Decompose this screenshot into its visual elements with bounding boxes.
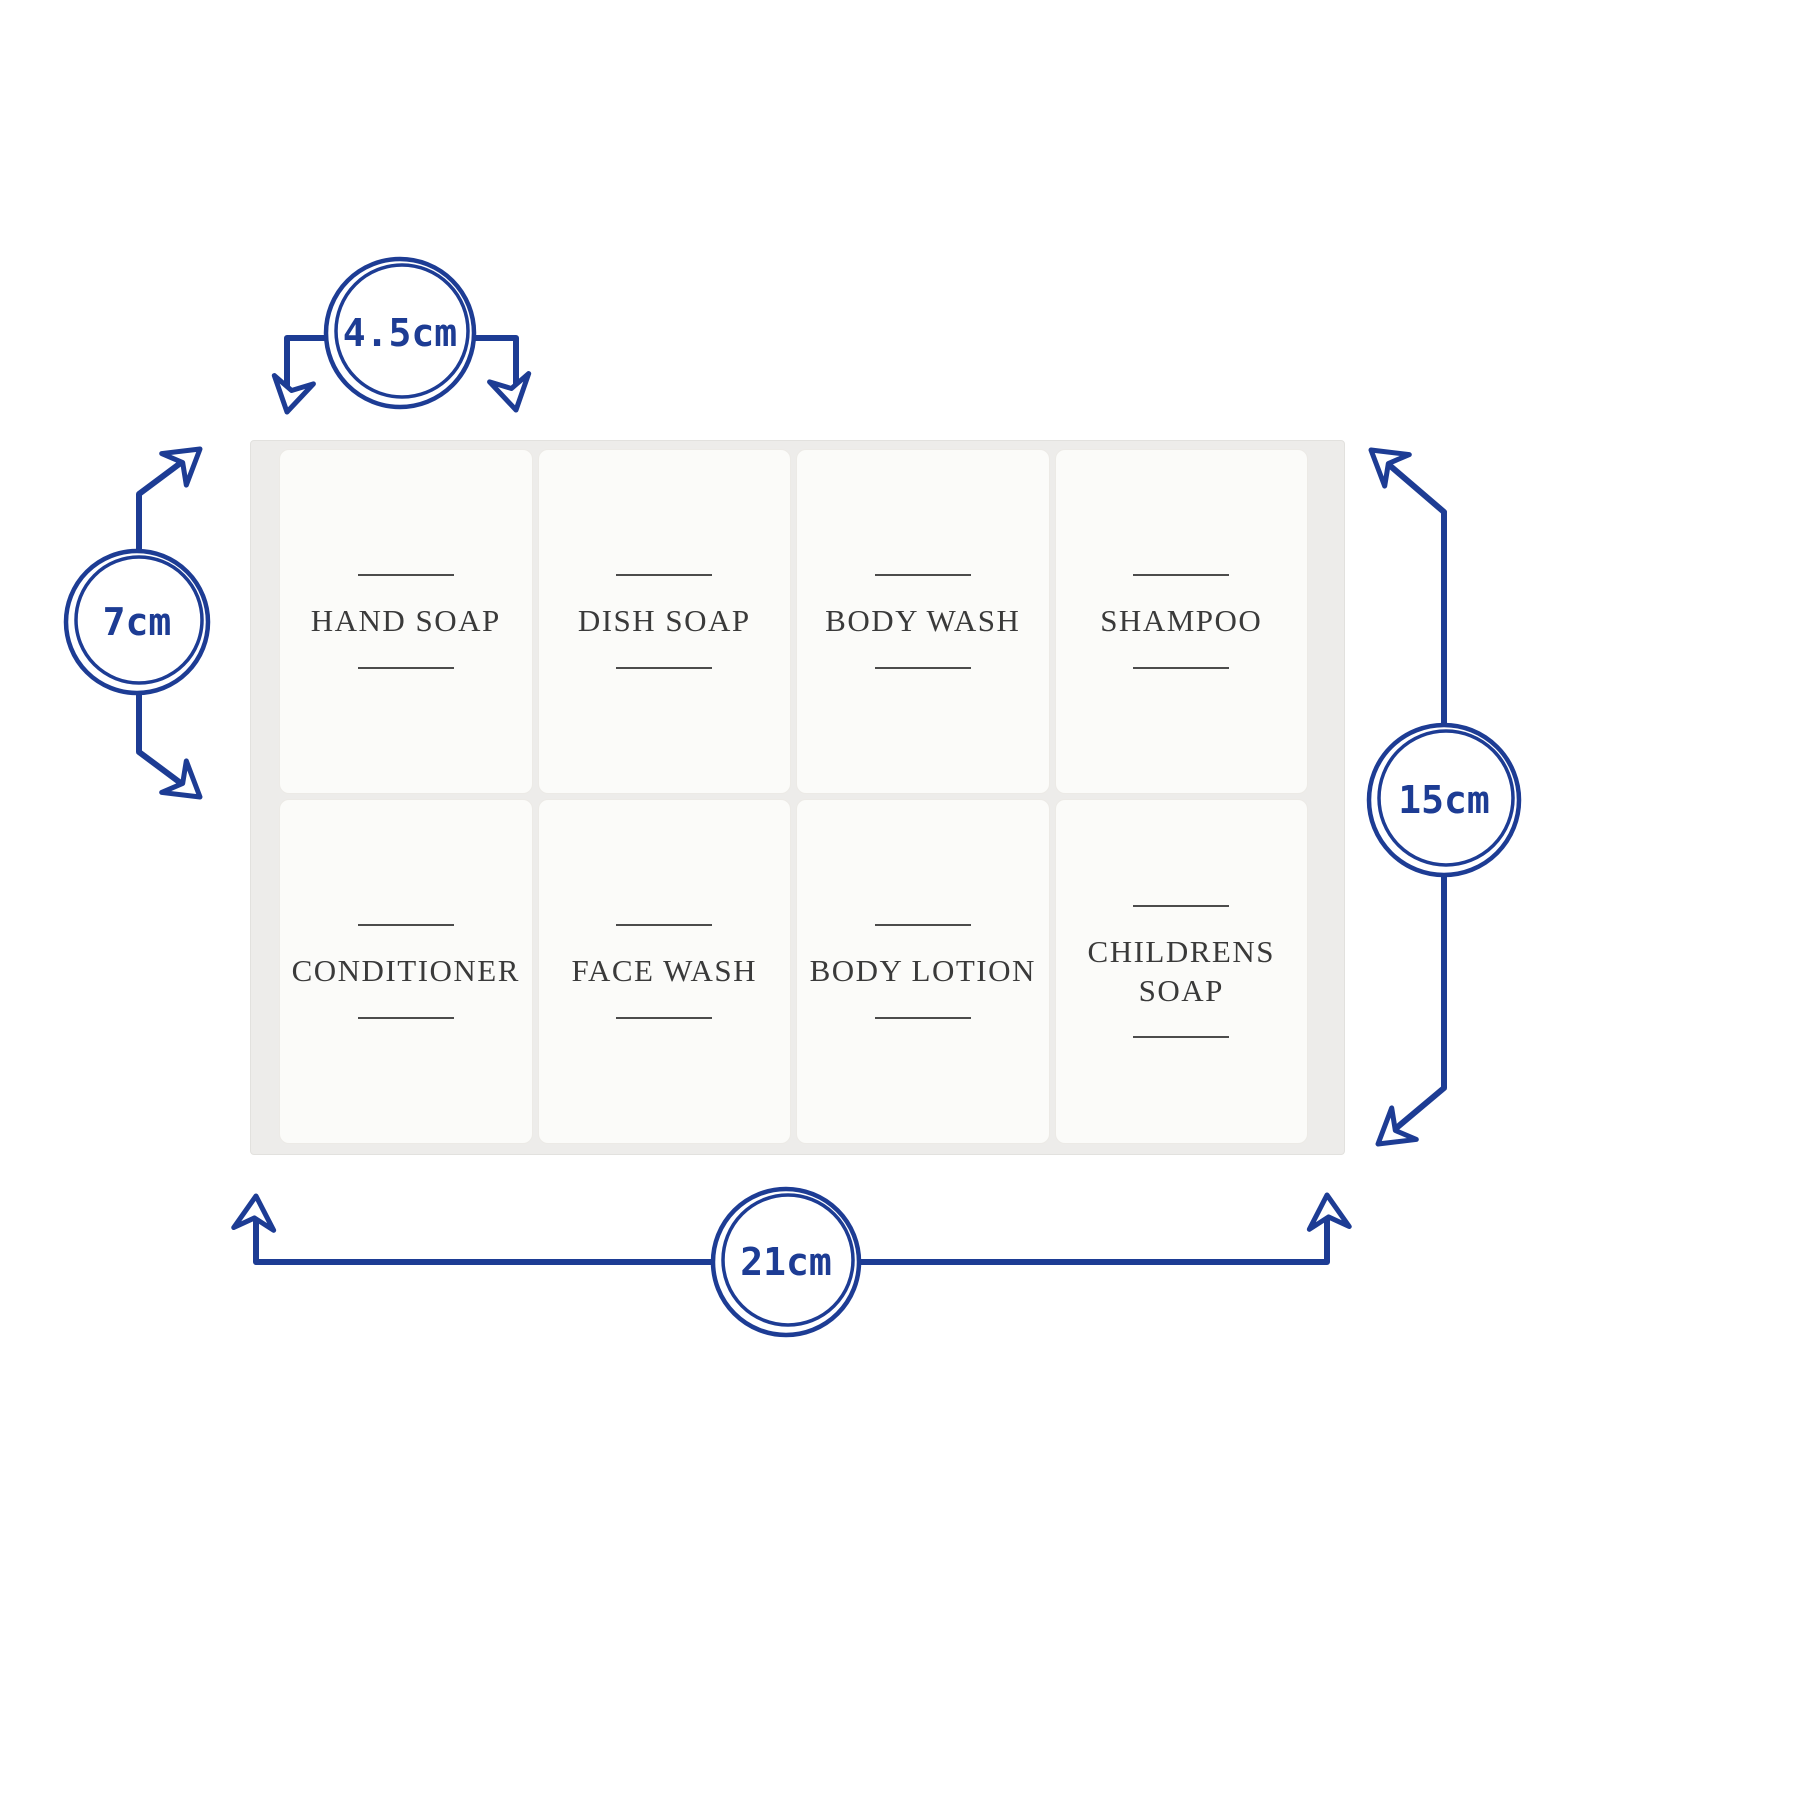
dimension-value-sheet-height: 15cm (1398, 778, 1490, 822)
label-text: SHAMPOO (1100, 603, 1263, 639)
dimension-value-label-width: 4.5cm (343, 311, 457, 355)
divider-line (874, 1016, 971, 1019)
dimension-badge-circle (334, 263, 470, 399)
label-text: CONDITIONER (291, 953, 520, 989)
dimension-line (857, 1206, 1330, 1265)
dimension-arrow-icon (487, 371, 532, 413)
label-text: DISH SOAP (577, 603, 751, 639)
dimension-value-sheet-width: 21cm (740, 1240, 832, 1284)
dimension-line (1385, 872, 1447, 1138)
label-body-lotion: BODY LOTION (796, 799, 1050, 1144)
dimension-badge-circle (74, 555, 204, 685)
dimension-badge-circle (710, 1186, 862, 1338)
label-sheet: HAND SOAP DISH SOAP BODY WASH SHAMPOO CO… (250, 440, 1345, 1155)
label-shampoo: SHAMPOO (1054, 449, 1308, 794)
label-childrens-soap: CHILDRENS SOAP (1054, 799, 1308, 1144)
divider-line (616, 924, 713, 927)
label-face-wash: FACE WASH (537, 799, 791, 1144)
divider-line (357, 574, 454, 577)
label-text: BODY WASH (825, 603, 1021, 639)
dimension-arrow-icon (159, 446, 203, 488)
divider-line (1133, 666, 1230, 669)
divider-line (1133, 574, 1230, 577)
dimension-line (136, 690, 193, 793)
label-conditioner: CONDITIONER (279, 799, 533, 1144)
label-dish-soap: DISH SOAP (537, 449, 791, 794)
divider-line (616, 574, 713, 577)
dimension-value-label-height: 7cm (103, 600, 172, 644)
divider-line (616, 666, 713, 669)
divider-line (874, 574, 971, 577)
label-text: CHILDRENS SOAP (1087, 933, 1275, 1008)
dimension-arrow-icon (1368, 447, 1412, 489)
label-text: FACE WASH (571, 953, 757, 989)
divider-line (874, 924, 971, 927)
divider-line (357, 666, 454, 669)
label-text: HAND SOAP (310, 603, 501, 639)
dimension-line (469, 335, 519, 399)
divider-line (1133, 1036, 1230, 1039)
divider-line (1133, 904, 1230, 907)
divider-line (357, 1016, 454, 1019)
label-hand-soap: HAND SOAP (279, 449, 533, 794)
label-text: BODY LOTION (809, 953, 1036, 989)
dimension-arrow-icon (1375, 1105, 1419, 1147)
dimension-badge-circle (721, 1193, 855, 1327)
dimension-line (136, 453, 193, 554)
dimension-badge-circle (1366, 722, 1522, 878)
label-body-wash: BODY WASH (796, 449, 1050, 794)
divider-line (874, 666, 971, 669)
dimension-badge-circle (1377, 729, 1515, 867)
dimension-arrow-icon (271, 373, 316, 415)
dimension-arrow-icon (231, 1193, 277, 1233)
dimension-badge-circle (63, 548, 211, 696)
dimension-line (253, 1207, 715, 1265)
dimension-badge-circle (323, 256, 477, 410)
divider-line (616, 1016, 713, 1019)
dimension-arrow-icon (159, 758, 203, 800)
dimension-arrow-icon (1306, 1192, 1352, 1232)
divider-line (357, 924, 454, 927)
dimension-line (1378, 455, 1447, 728)
dimension-line (284, 335, 332, 401)
